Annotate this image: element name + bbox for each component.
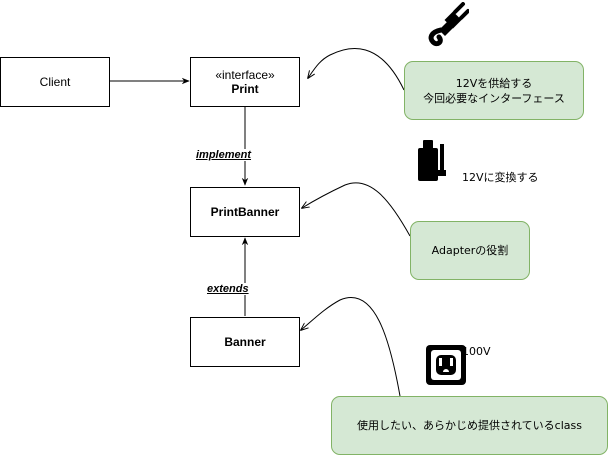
adapter-note-text: Adapterの役割 bbox=[431, 244, 509, 257]
interface-note-line1: 12Vを供給する bbox=[455, 76, 533, 90]
plug-icon bbox=[428, 2, 469, 47]
interface-note-line2: 今回必要なインターフェース bbox=[423, 91, 565, 105]
class-note-pointer bbox=[301, 297, 401, 397]
client-label: Client bbox=[39, 75, 71, 89]
interface-note-pointer bbox=[308, 47, 405, 91]
client-box[interactable]: Client bbox=[0, 57, 110, 107]
printbanner-box[interactable]: PrintBanner bbox=[190, 187, 300, 237]
adapter-caption: 12Vに変換する bbox=[462, 171, 539, 184]
printbanner-label: PrintBanner bbox=[210, 205, 280, 219]
extends-label: extends bbox=[207, 283, 249, 295]
print-label: Print bbox=[231, 82, 259, 96]
interface-note[interactable]: 12Vを供給する 今回必要なインターフェース bbox=[404, 61, 584, 120]
outlet-caption: 100V bbox=[462, 345, 491, 358]
print-stereotype: «interface» bbox=[215, 68, 275, 82]
class-note-text: 使用したい、あらかじめ提供されているclass bbox=[357, 419, 582, 432]
banner-label: Banner bbox=[224, 335, 266, 349]
outlet-icon bbox=[426, 345, 466, 385]
implement-label: implement bbox=[196, 149, 252, 161]
print-interface-box[interactable]: «interface» Print bbox=[190, 57, 300, 107]
banner-box[interactable]: Banner bbox=[190, 317, 300, 367]
adapter-icon bbox=[418, 140, 446, 181]
adapter-note[interactable]: Adapterの役割 bbox=[410, 221, 530, 280]
adapter-note-pointer bbox=[302, 182, 411, 237]
class-note[interactable]: 使用したい、あらかじめ提供されているclass bbox=[331, 396, 608, 455]
